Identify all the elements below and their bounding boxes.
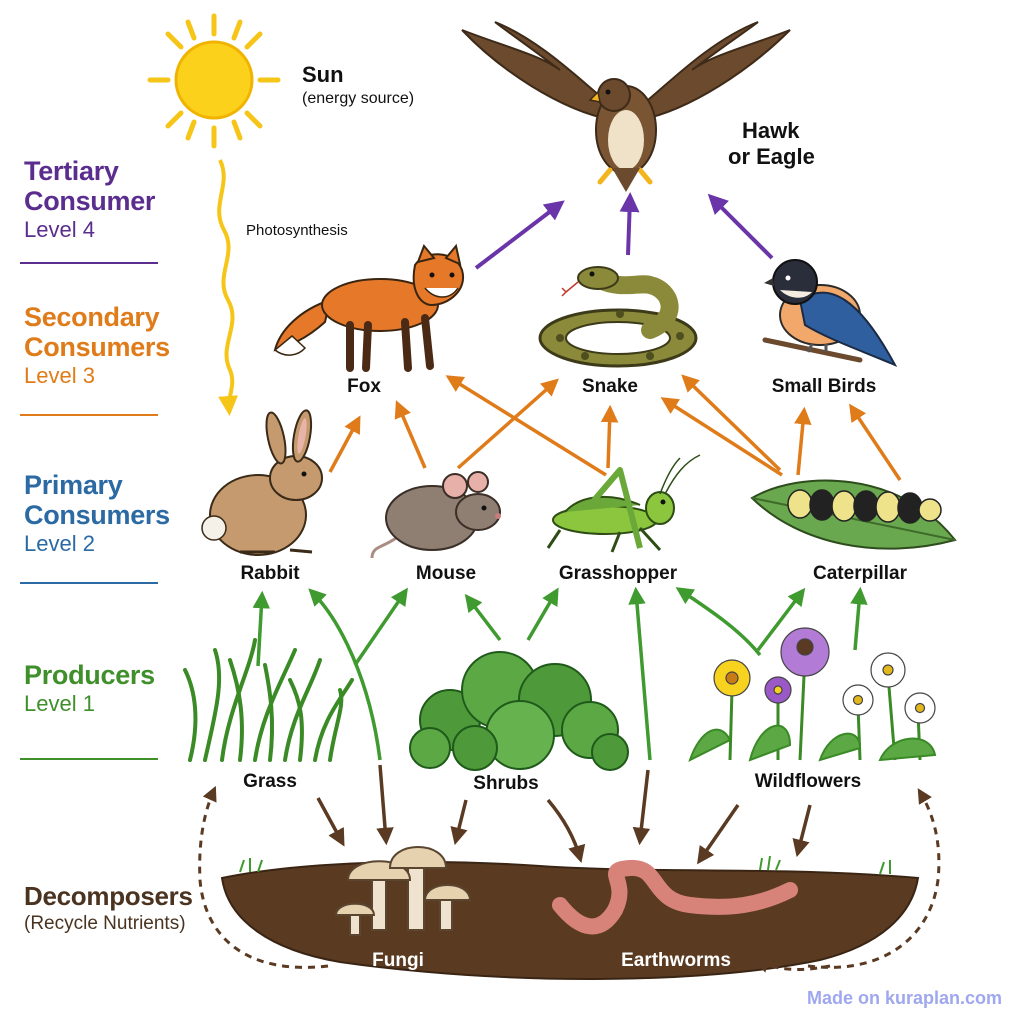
level-tertiary-sub: Level 4 <box>24 217 95 243</box>
rabbit-icon <box>201 409 323 556</box>
caterpillar-label: Caterpillar <box>813 563 907 584</box>
wildflowers-label: Wildflowers <box>754 771 862 792</box>
level-secondary-sub: Level 3 <box>24 363 95 389</box>
level-decomposers-title: Decomposers <box>24 881 193 911</box>
rabbit-label: Rabbit <box>240 563 300 584</box>
hawk-label-line-1: Hawk <box>742 118 800 143</box>
arrows-tertiary <box>474 192 774 270</box>
mouse-label: Mouse <box>415 563 477 584</box>
level-secondary-title-2: Consumers <box>24 332 170 363</box>
wildflowers-icon <box>688 627 937 762</box>
level-tertiary-title-2: Consumer <box>24 186 156 217</box>
fungi-label: Fungi <box>372 950 424 971</box>
arrows-decomposer <box>316 764 812 865</box>
watermark: Made on kuraplan.com <box>806 988 1002 1008</box>
level-primary: Primary Consumers Level 2 <box>24 470 170 557</box>
level-divider <box>20 262 158 264</box>
level-divider <box>20 414 158 416</box>
level-tertiary: Tertiary Consumer Level 4 <box>24 156 155 243</box>
grass-label: Grass <box>243 771 297 792</box>
hawk-label-line-2: or Eagle <box>728 144 815 170</box>
sun-icon <box>147 13 281 149</box>
mouse-icon <box>370 471 501 559</box>
flower-icon <box>713 627 936 724</box>
shrub-icon <box>409 651 629 771</box>
snake-label: Snake <box>582 376 638 397</box>
sun-subtitle: (energy source) <box>302 90 415 107</box>
shrubs-label: Shrubs <box>473 773 539 794</box>
small-birds-label: Small Birds <box>771 376 877 397</box>
arrows-secondary <box>328 374 902 481</box>
level-producers-title: Producers <box>24 660 155 690</box>
snake-icon <box>538 266 698 368</box>
photosynthesis-label: Photosynthesis <box>246 222 348 239</box>
earthworm-icon <box>552 860 798 935</box>
level-decomposers: Decomposers (Recycle Nutrients) <box>24 881 193 935</box>
level-tertiary-title-1: Tertiary <box>24 156 119 186</box>
sun-title: Sun <box>302 62 344 87</box>
level-secondary: Secondary Consumers Level 3 <box>24 302 170 389</box>
level-decomposers-sub: (Recycle Nutrients) <box>24 913 186 935</box>
fungi-icon <box>334 846 472 936</box>
nutrient-cycle-arrows <box>198 785 941 973</box>
grasshopper-label: Grasshopper <box>558 563 678 584</box>
level-divider <box>20 582 158 584</box>
level-divider <box>20 758 158 760</box>
grass-icon <box>183 638 354 762</box>
level-secondary-title-1: Secondary <box>24 302 160 332</box>
hawk-label: Hawk or Eagle <box>728 118 815 171</box>
fox-icon <box>273 243 465 372</box>
level-producers-sub: Level 1 <box>24 691 95 717</box>
photosynthesis-arrow <box>217 159 239 416</box>
grasshopper-icon <box>546 454 701 553</box>
level-primary-sub: Level 2 <box>24 531 95 557</box>
fox-label: Fox <box>347 376 381 397</box>
earthworms-label: Earthworms <box>621 950 731 971</box>
hawk-icon <box>461 21 791 192</box>
level-producers: Producers Level 1 <box>24 660 155 717</box>
caterpillar-icon <box>750 479 957 550</box>
level-primary-title-2: Consumers <box>24 500 170 531</box>
arrows-primary <box>252 586 868 761</box>
level-primary-title-1: Primary <box>24 470 123 500</box>
small-bird-icon <box>762 259 898 368</box>
